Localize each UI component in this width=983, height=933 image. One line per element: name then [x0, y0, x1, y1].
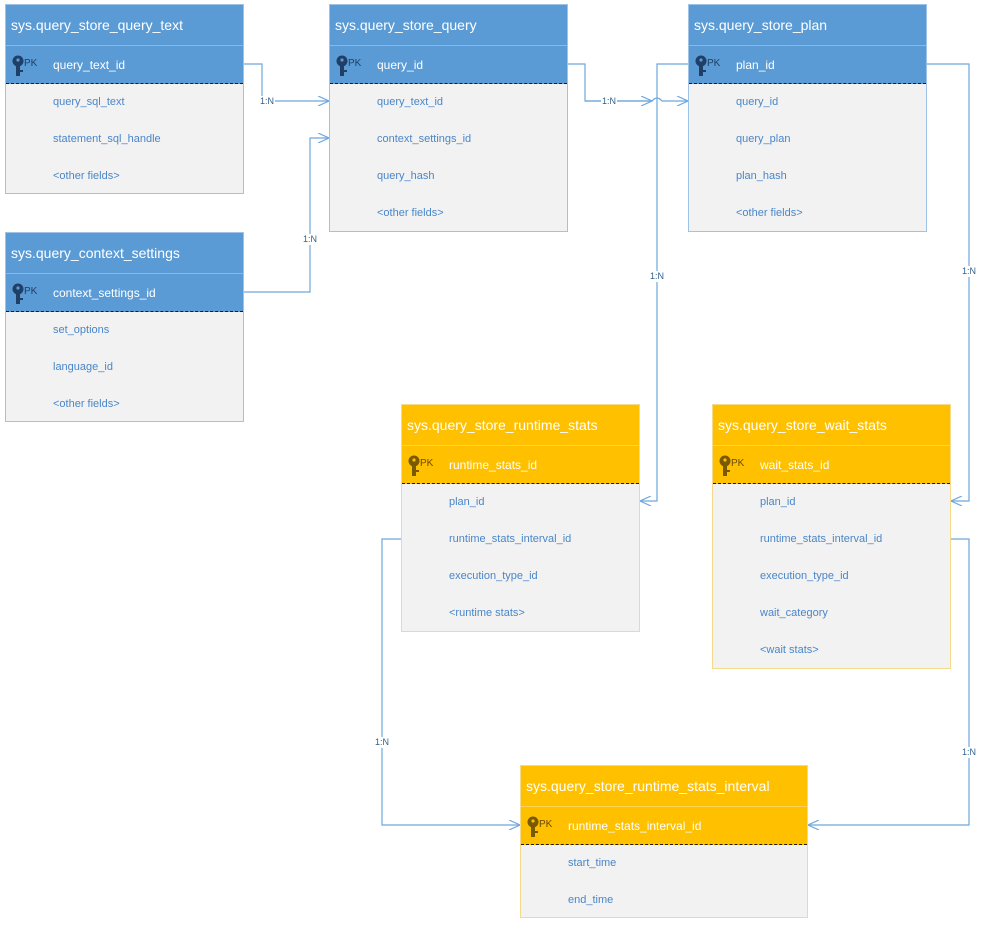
primary-key-row[interactable]: PK runtime_stats_interval_id — [521, 807, 807, 845]
rel-label-plan-wait-stats: 1:N — [961, 266, 978, 277]
rel-line-runtime-stats-to-interval — [381, 538, 520, 825]
pk-label: PK — [420, 458, 434, 469]
pk-field-runtime-stats-id: runtime_stats_id — [449, 458, 538, 472]
rel-line-plan-to-runtime-stats — [640, 63, 688, 501]
field-runtime-stats: <runtime stats> — [449, 607, 525, 619]
field-plan-id: plan_id — [760, 496, 796, 508]
entity-query-store-plan[interactable]: sys.query_store_plan PK plan_id query_id… — [688, 4, 927, 232]
pk-label: PK — [24, 58, 38, 69]
entity-query-store-runtime-stats-interval[interactable]: sys.query_store_runtime_stats_interval P… — [520, 765, 808, 918]
rel-label-query-text-query: 1:N — [259, 96, 276, 107]
field-query-hash: query_hash — [377, 170, 435, 182]
field-context-settings-id: context_settings_id — [377, 133, 472, 145]
field-wait-stats: <wait stats> — [760, 644, 819, 656]
entity-query-context-settings[interactable]: sys.query_context_settings PK context_se… — [5, 232, 244, 422]
entity-title: sys.query_store_plan — [689, 5, 926, 46]
pk-field-plan-id: plan_id — [736, 58, 775, 72]
primary-key-row[interactable]: PK context_settings_id — [6, 274, 243, 312]
field-query-id: query_id — [736, 96, 779, 108]
field-statement-sql-handle: statement_sql_handle — [53, 133, 161, 145]
rel-line-plan-to-wait-stats — [927, 63, 970, 501]
entity-title: sys.query_store_runtime_stats — [402, 405, 639, 446]
rel-label-runtime-stats-interval: 1:N — [374, 737, 391, 748]
rel-line-query-text-to-query — [244, 63, 329, 101]
entity-query-store-runtime-stats[interactable]: sys.query_store_runtime_stats PK runtime… — [401, 404, 640, 632]
field-query-text-id: query_text_id — [377, 96, 444, 108]
rel-line-context-settings-to-query — [244, 138, 329, 293]
pk-field-context-settings-id: context_settings_id — [53, 286, 156, 300]
rel-line-wait-stats-to-interval — [808, 538, 970, 825]
primary-key-row[interactable]: PK query_text_id — [6, 46, 243, 84]
field-other-fields: <other fields> — [53, 170, 120, 182]
pk-label: PK — [24, 286, 38, 297]
entity-title: sys.query_store_runtime_stats_interval — [521, 766, 807, 807]
field-wait-category: wait_category — [760, 607, 828, 619]
key-icon — [336, 55, 348, 76]
key-icon — [695, 55, 707, 76]
field-language-id: language_id — [53, 361, 113, 373]
entity-title: sys.query_store_query_text — [6, 5, 243, 46]
field-start-time: start_time — [568, 857, 617, 869]
field-query-sql-text: query_sql_text — [53, 96, 125, 108]
field-plan-hash: plan_hash — [736, 170, 787, 182]
key-icon — [12, 283, 24, 304]
field-other-fields: <other fields> — [736, 207, 803, 219]
entity-query-store-query[interactable]: sys.query_store_query PK query_id query_… — [329, 4, 568, 232]
pk-field-wait-stats-id: wait_stats_id — [760, 458, 830, 472]
field-runtime-stats-interval-id: runtime_stats_interval_id — [449, 533, 572, 545]
field-other-fields: <other fields> — [377, 207, 444, 219]
field-query-plan: query_plan — [736, 133, 791, 145]
entity-title: sys.query_store_query — [330, 5, 567, 46]
entity-title: sys.query_context_settings — [6, 233, 243, 274]
primary-key-row[interactable]: PK runtime_stats_id — [402, 446, 639, 484]
field-execution-type-id: execution_type_id — [449, 570, 538, 582]
pk-field-query-id: query_id — [377, 58, 424, 72]
pk-field-runtime-stats-interval-id: runtime_stats_interval_id — [568, 819, 702, 833]
rel-label-wait-stats-interval: 1:N — [961, 747, 978, 758]
entity-query-store-query-text[interactable]: sys.query_store_query_text PK query_text… — [5, 4, 244, 194]
field-other-fields: <other fields> — [53, 398, 120, 410]
rel-label-context-settings-query: 1:N — [302, 234, 319, 245]
rel-label-query-plan: 1:N — [601, 96, 618, 107]
primary-key-row[interactable]: PK plan_id — [689, 46, 926, 84]
field-runtime-stats-interval-id: runtime_stats_interval_id — [760, 533, 883, 545]
entity-title: sys.query_store_wait_stats — [713, 405, 950, 446]
key-icon — [408, 455, 420, 476]
pk-label: PK — [707, 58, 721, 69]
key-icon — [527, 816, 539, 837]
primary-key-row[interactable]: PK query_id — [330, 46, 567, 84]
pk-label: PK — [348, 58, 362, 69]
rel-label-plan-runtime-stats: 1:N — [649, 271, 666, 282]
pk-label: PK — [539, 819, 553, 830]
key-icon — [12, 55, 24, 76]
field-execution-type-id: execution_type_id — [760, 570, 849, 582]
pk-label: PK — [731, 458, 745, 469]
pk-field-query-text-id: query_text_id — [53, 58, 126, 72]
key-icon — [719, 455, 731, 476]
primary-key-row[interactable]: PK wait_stats_id — [713, 446, 950, 484]
field-set-options: set_options — [53, 324, 110, 336]
entity-query-store-wait-stats[interactable]: sys.query_store_wait_stats PK wait_stats… — [712, 404, 951, 669]
field-plan-id: plan_id — [449, 496, 485, 508]
field-end-time: end_time — [568, 894, 614, 906]
